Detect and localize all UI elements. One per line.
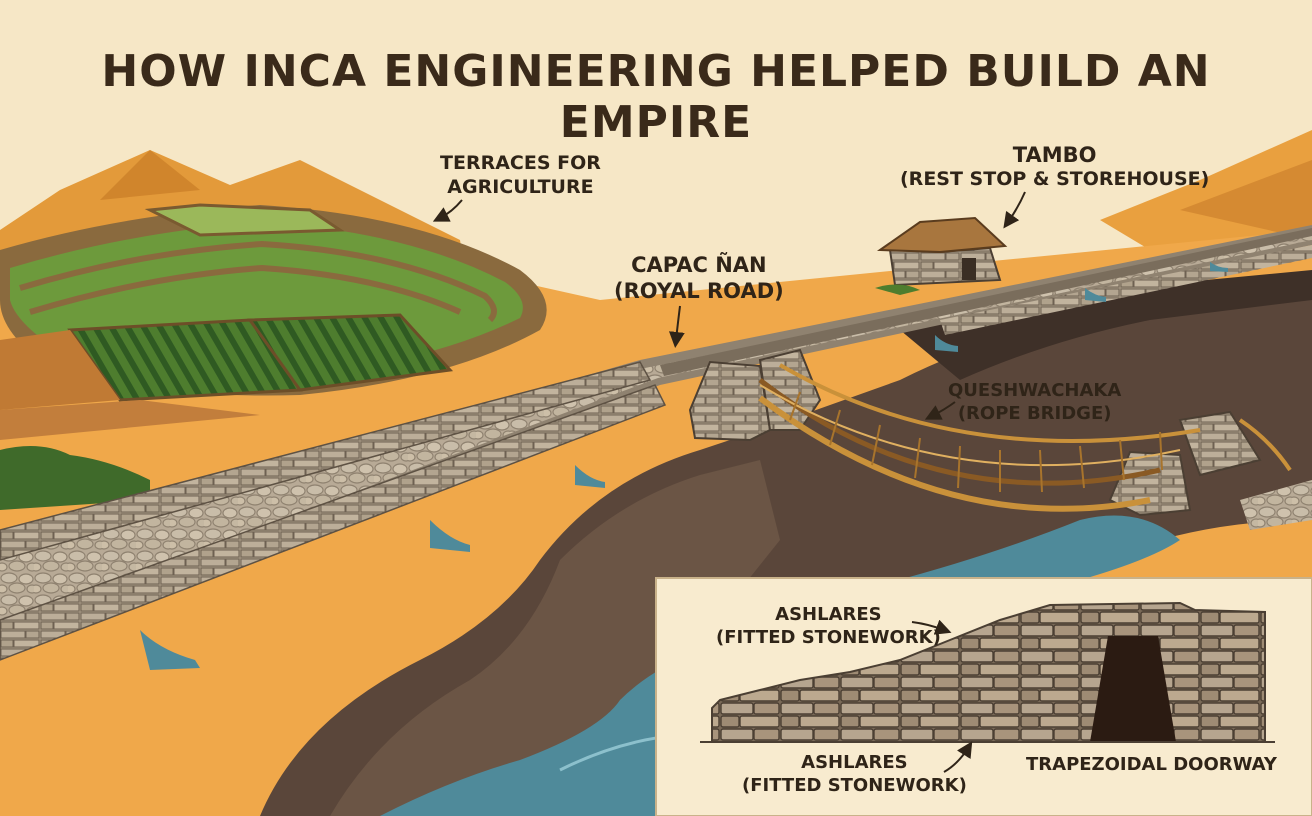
tambo-label: TAMBO (REST STOP & STOREHOUSE) <box>900 143 1210 191</box>
stonework-inset <box>655 577 1312 816</box>
canyon <box>260 270 1312 816</box>
bushes <box>0 446 150 510</box>
trapezoidal-doorway-label: TRAPEZOIDAL DOORWAY <box>1026 754 1277 775</box>
terraces <box>0 203 547 440</box>
rope-bridge-label: QUESHWACHAKA (ROPE BRIDGE) <box>948 380 1122 424</box>
tambo-house <box>875 216 1008 295</box>
capac-nan-label: CAPAC ÑAN (ROYAL ROAD) <box>614 253 784 304</box>
terraces-label: TERRACES FOR AGRICULTURE <box>440 152 601 198</box>
capac-nan-road <box>0 225 1312 670</box>
page-title: HOW INCA ENGINEERING HELPED BUILD AN EMP… <box>101 46 1211 148</box>
ashlares-label-top: ASHLARES (FITTED STONEWORK) <box>716 604 941 648</box>
leader-arrows <box>432 191 1026 773</box>
queshwachaka-bridge <box>688 348 1312 530</box>
ashlares-label-bottom: ASHLARES (FITTED STONEWORK) <box>742 752 967 796</box>
